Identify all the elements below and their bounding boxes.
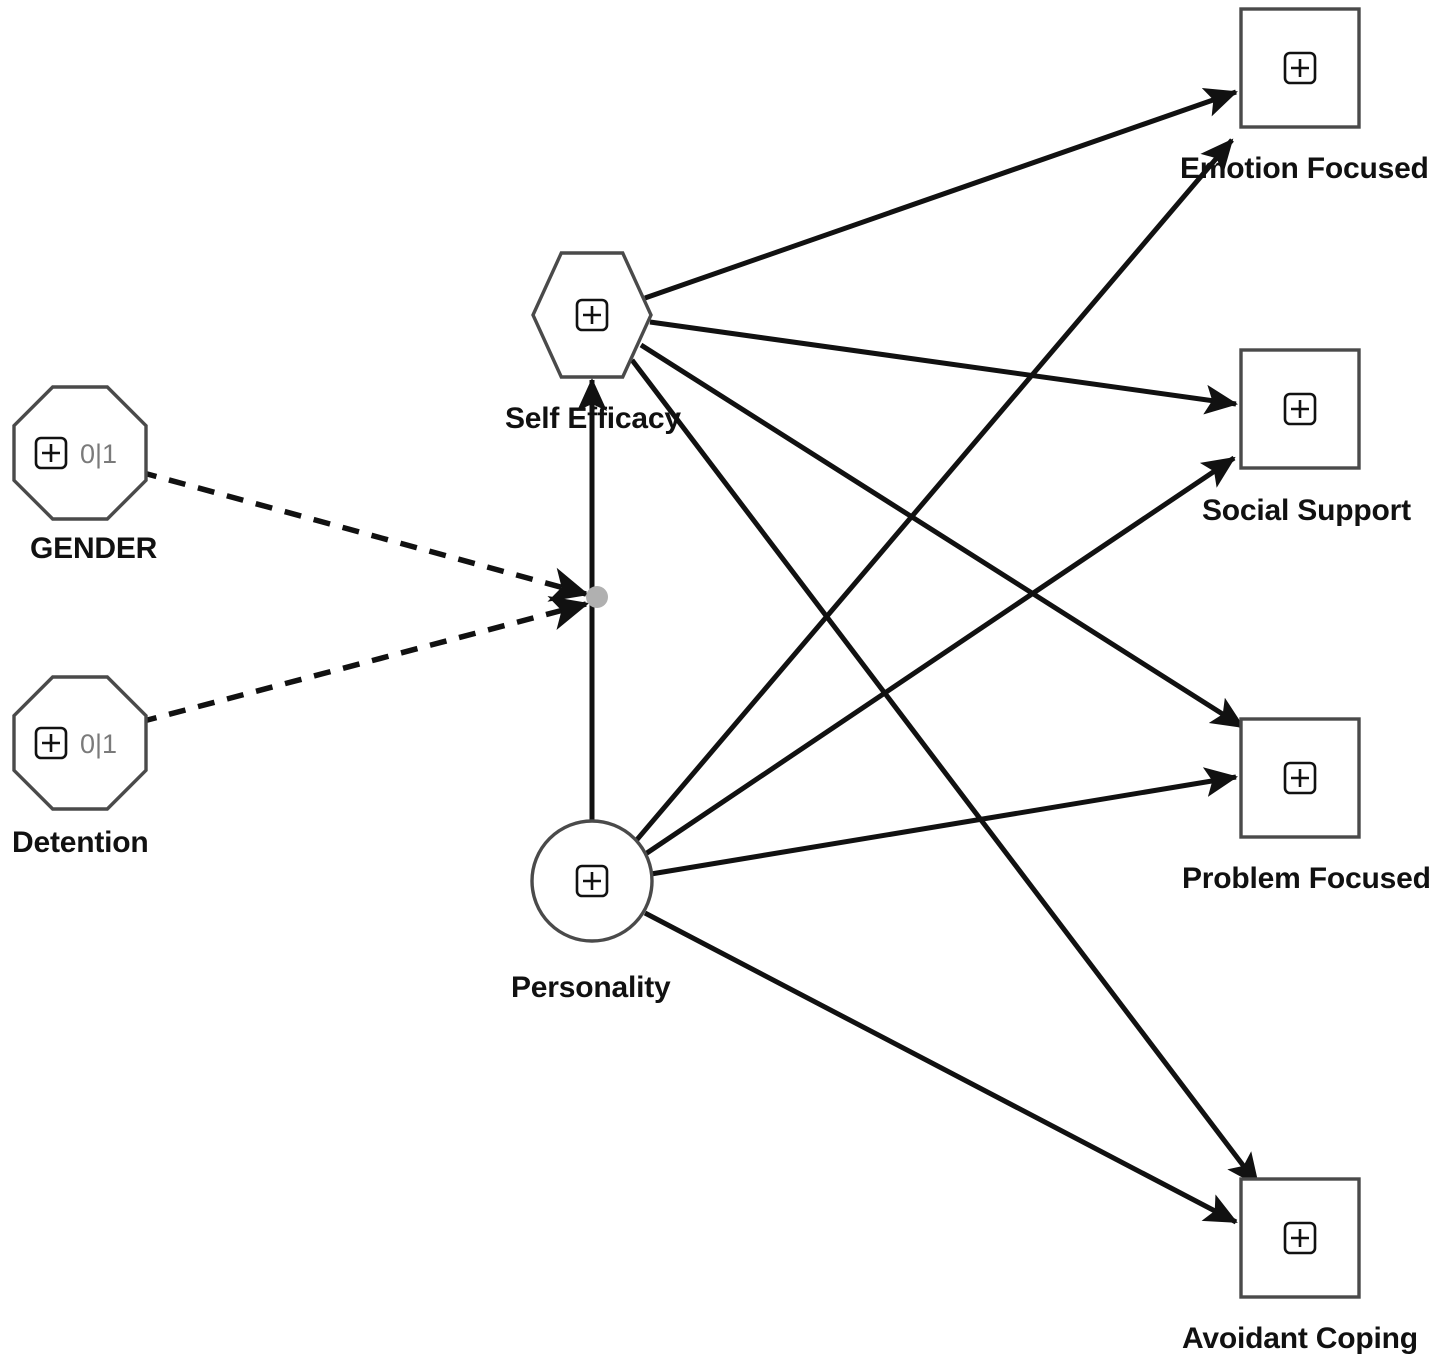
edge-selfefficacy-to-emotion[interactable] <box>644 88 1238 301</box>
node-label-self-efficacy: Self Efficacy <box>505 402 681 435</box>
node-avoidant-coping[interactable] <box>1239 1177 1361 1299</box>
node-social-support[interactable] <box>1239 348 1361 470</box>
node-shape-square-avoidant-coping[interactable] <box>1239 1177 1361 1299</box>
node-label-problem-focused: Problem Focused <box>1182 862 1429 895</box>
plus-icon <box>575 298 609 332</box>
node-label-emotion-focused: Emotion Focused <box>1180 152 1429 185</box>
plus-icon <box>1283 392 1317 426</box>
moderator-dot[interactable] <box>586 586 608 608</box>
edge-selfefficacy-to-avoidant[interactable] <box>630 358 1260 1187</box>
edge-personality-to-avoidant[interactable] <box>643 910 1238 1225</box>
plus-icon <box>1283 51 1317 85</box>
node-shape-octagon-detention[interactable] <box>12 675 148 811</box>
node-detention[interactable]: 0|1 <box>12 675 148 811</box>
plus-icon <box>575 864 609 898</box>
plus-icon <box>34 726 68 760</box>
indicator-value-gender: 0|1 <box>80 439 117 469</box>
edge-gender-to-moderator[interactable] <box>139 469 590 602</box>
edge-personality-to-emotion[interactable] <box>627 138 1234 851</box>
plus-icon <box>1283 761 1317 795</box>
indicator-value-detention: 0|1 <box>80 729 117 759</box>
edge-detention-to-moderator[interactable] <box>139 595 590 725</box>
node-label-detention: Detention <box>12 826 149 859</box>
edge-personality-to-problem[interactable] <box>650 767 1238 877</box>
node-label-gender: GENDER <box>30 532 158 565</box>
edge-selfefficacy-to-problem[interactable] <box>639 342 1245 730</box>
edge-personality-to-social[interactable] <box>639 455 1236 860</box>
node-label-social-support: Social Support <box>1202 494 1411 527</box>
node-gender[interactable]: 0|1 <box>12 385 148 521</box>
node-label-personality: Personality <box>511 971 671 1004</box>
edge-layer <box>139 88 1260 1225</box>
node-shape-octagon-gender[interactable] <box>12 385 148 521</box>
edge-selfefficacy-to-social[interactable] <box>649 319 1238 415</box>
node-problem-focused[interactable] <box>1239 717 1361 839</box>
node-emotion-focused[interactable] <box>1239 7 1361 129</box>
plus-icon <box>34 436 68 470</box>
node-self-efficacy[interactable] <box>531 251 653 379</box>
plus-icon <box>1283 1221 1317 1255</box>
node-label-avoidant-coping: Avoidant Coping <box>1182 1322 1418 1355</box>
node-layer: 0|1 0|1 <box>12 7 1361 1299</box>
node-personality[interactable] <box>530 819 654 943</box>
